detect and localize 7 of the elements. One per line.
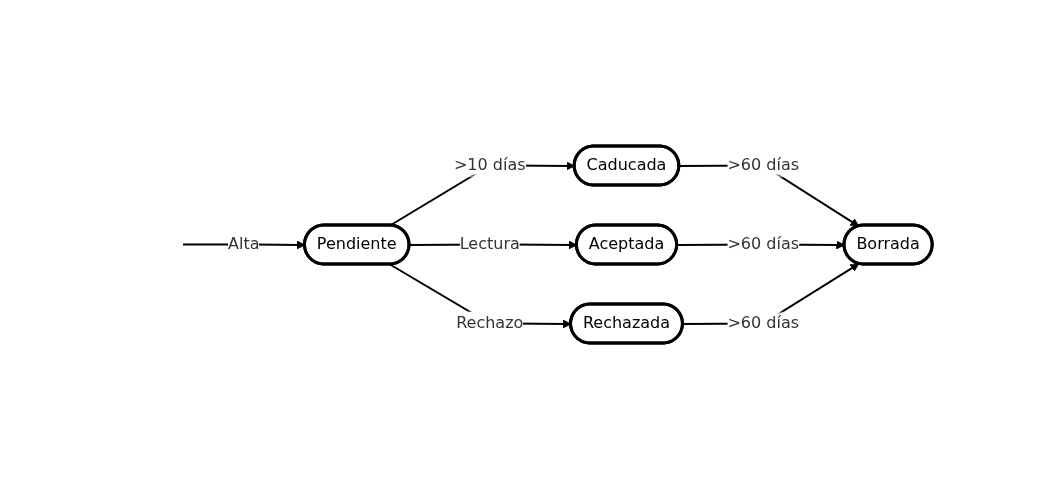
edge-label: Rechazo (456, 313, 524, 333)
edge-label: >60 días (727, 234, 799, 254)
edge-label: Alta (227, 234, 260, 254)
edge-label: >60 días (727, 313, 799, 333)
edge-label: >10 días (453, 155, 526, 175)
edge-label: Lectura (459, 234, 520, 254)
edge-label: >60 días (727, 155, 799, 175)
